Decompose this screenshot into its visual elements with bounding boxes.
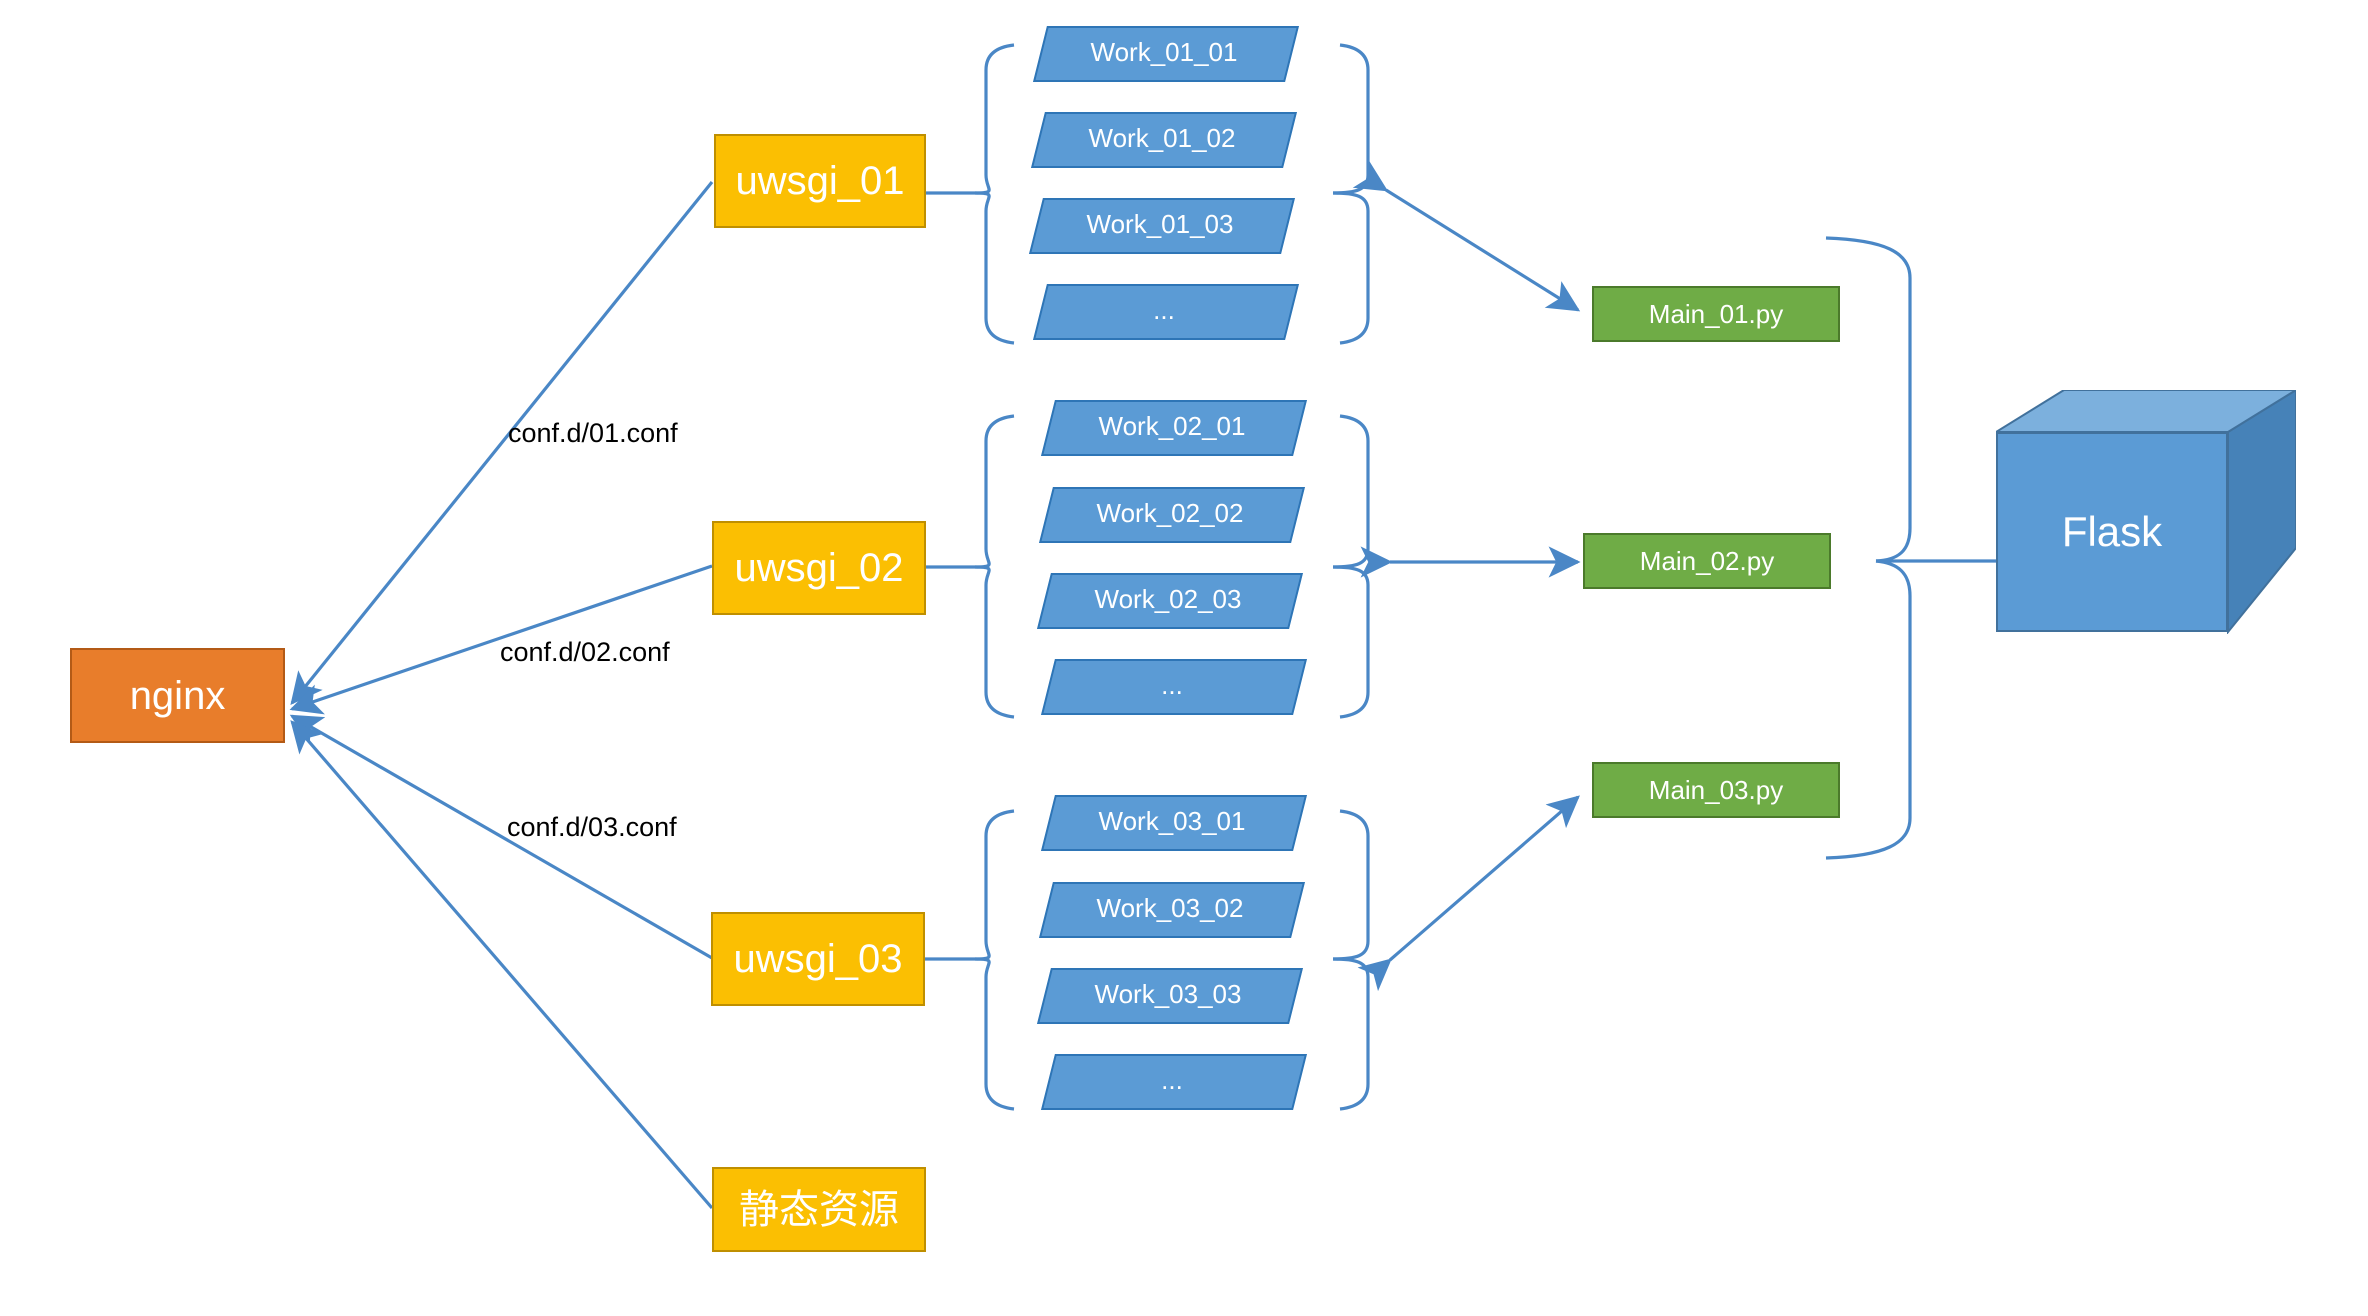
node-main-02[interactable]: Main_02.py (1583, 533, 1831, 589)
node-worker-02-03[interactable]: Work_02_03 (1037, 573, 1303, 629)
edge-label-conf-03: conf.d/03.conf (507, 812, 677, 842)
node-worker-02-01-label: Work_02_01 (1098, 410, 1246, 441)
node-worker-02-02-label: Work_02_02 (1096, 497, 1244, 528)
flask-cube-front-face: Flask (1996, 432, 2228, 632)
node-worker-02-02[interactable]: Work_02_02 (1039, 487, 1305, 543)
node-worker-01-01-label: Work_01_01 (1090, 36, 1238, 67)
node-uwsgi-03-label: uwsgi_03 (733, 937, 903, 981)
node-worker-01-01[interactable]: Work_01_01 (1033, 26, 1299, 82)
node-worker-03-02[interactable]: Work_03_02 (1039, 882, 1305, 938)
node-flask-label: Flask (2061, 508, 2163, 555)
node-worker-01-03[interactable]: Work_01_03 (1029, 198, 1295, 254)
node-worker-03-03-label: Work_03_03 (1094, 978, 1242, 1009)
edge-nginx-static (290, 720, 714, 1210)
brace2-right-upper (1332, 414, 1370, 569)
edge-label-conf-02: conf.d/02.conf (500, 637, 670, 667)
node-worker-03-more[interactable]: ... (1041, 1054, 1307, 1110)
brace3-left-upper (974, 809, 1015, 961)
brace3-right-lower (1332, 957, 1370, 1111)
node-main-02-label: Main_02.py (1639, 545, 1775, 576)
node-static-resources-label: 静态资源 (739, 1187, 899, 1232)
brace1-right-lower (1332, 191, 1370, 345)
brace1-left-lower (974, 191, 1015, 345)
node-uwsgi-01[interactable]: uwsgi_01 (714, 134, 926, 228)
node-worker-01-03-label: Work_01_03 (1086, 208, 1234, 239)
node-uwsgi-02-label: uwsgi_02 (734, 546, 904, 590)
brace2-left-lower (974, 565, 1015, 719)
node-worker-03-01-label: Work_03_01 (1098, 805, 1246, 836)
node-uwsgi-03[interactable]: uwsgi_03 (711, 912, 925, 1006)
node-nginx-label: nginx (129, 673, 226, 718)
node-uwsgi-02[interactable]: uwsgi_02 (712, 521, 926, 615)
brace2-right-lower (1332, 565, 1370, 719)
node-worker-03-more-label: ... (1161, 1064, 1183, 1095)
node-flask[interactable]: Flask (1996, 390, 2296, 634)
node-static-resources[interactable]: 静态资源 (712, 1167, 926, 1252)
node-worker-01-more-label: ... (1153, 294, 1175, 325)
edge-label-conf-01: conf.d/01.conf (508, 418, 678, 448)
node-main-01[interactable]: Main_01.py (1592, 286, 1840, 342)
node-worker-03-02-label: Work_03_02 (1096, 892, 1244, 923)
flask-cube-3d-faces (1996, 390, 2296, 634)
edge-workers-01-main-01 (1352, 161, 1581, 312)
edge-workers-03-main-03 (1357, 795, 1580, 992)
node-nginx[interactable]: nginx (70, 648, 285, 743)
node-main-03-label: Main_03.py (1648, 774, 1784, 805)
node-worker-02-01[interactable]: Work_02_01 (1041, 400, 1307, 456)
node-worker-03-01[interactable]: Work_03_01 (1041, 795, 1307, 851)
node-worker-02-more[interactable]: ... (1041, 659, 1307, 715)
brace2-left-upper (974, 414, 1015, 569)
node-worker-01-02[interactable]: Work_01_02 (1031, 112, 1297, 168)
node-worker-01-more[interactable]: ... (1033, 284, 1299, 340)
node-main-01-label: Main_01.py (1648, 298, 1784, 329)
node-uwsgi-01-label: uwsgi_01 (735, 159, 905, 203)
node-worker-02-more-label: ... (1161, 669, 1183, 700)
brace3-right-upper (1332, 809, 1370, 961)
node-worker-03-03[interactable]: Work_03_03 (1037, 968, 1303, 1024)
node-main-03[interactable]: Main_03.py (1592, 762, 1840, 818)
brace3-left-lower (974, 957, 1015, 1111)
brace1-left-upper (974, 43, 1015, 195)
brace1-right-upper (1332, 43, 1370, 195)
node-worker-02-03-label: Work_02_03 (1094, 583, 1242, 614)
node-worker-01-02-label: Work_01_02 (1088, 122, 1236, 153)
